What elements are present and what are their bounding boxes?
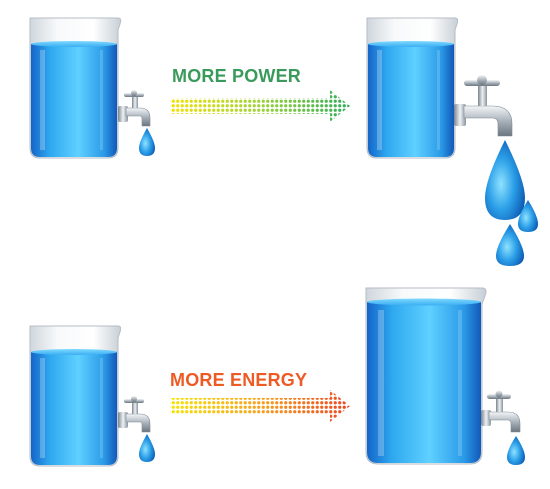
faucet-icon xyxy=(118,90,151,127)
beaker-icon xyxy=(29,17,122,159)
water-drop-icon xyxy=(139,128,155,156)
water-drop-icon xyxy=(507,436,525,465)
more-energy-label: MORE ENERGY xyxy=(170,370,308,390)
faucet-icon xyxy=(454,75,513,137)
more-power-label: MORE POWER xyxy=(172,66,302,86)
water-drop-icon xyxy=(518,200,538,232)
beaker-icon xyxy=(366,17,459,159)
water-drop-icon xyxy=(496,224,524,266)
water-drop-icon xyxy=(485,140,525,220)
beaker-icon xyxy=(365,287,487,465)
dotted-arrow-icon xyxy=(170,390,350,422)
faucet-icon xyxy=(118,396,151,433)
beaker-icon xyxy=(29,325,122,467)
water-drop-icon xyxy=(139,434,155,462)
faucet-icon xyxy=(481,390,521,433)
dotted-arrow-icon xyxy=(170,90,350,122)
